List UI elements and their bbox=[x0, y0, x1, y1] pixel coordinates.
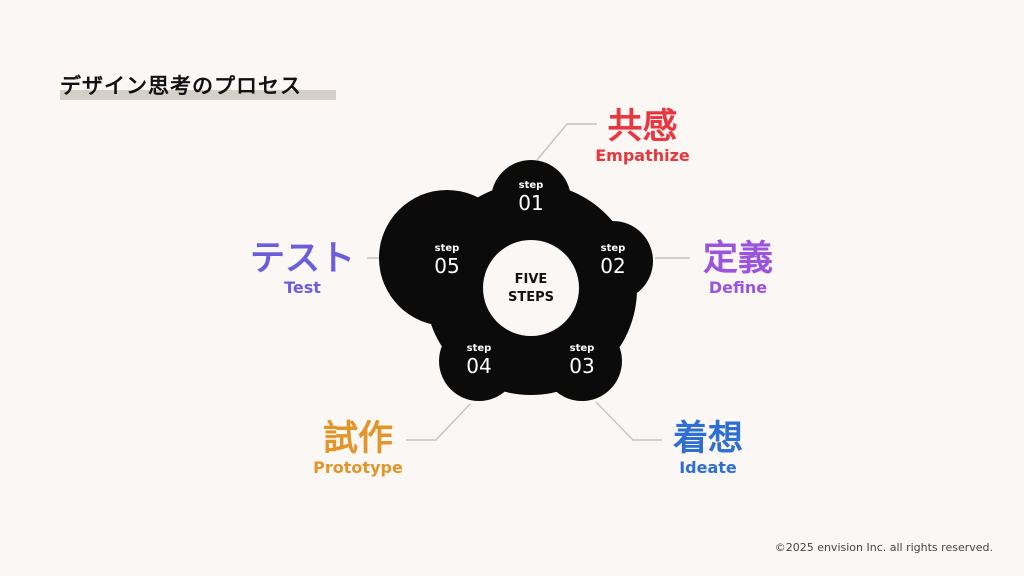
center-hole bbox=[483, 240, 579, 336]
step-03-node bbox=[542, 321, 622, 401]
step-01-number: 01 bbox=[518, 191, 543, 215]
step-01-label: 共感 Empathize bbox=[595, 108, 690, 166]
step-04-en: Prototype bbox=[313, 458, 403, 477]
step-03-jp: 着想 bbox=[672, 419, 743, 459]
step-02-node bbox=[573, 221, 653, 301]
center-line-1: FIVE bbox=[515, 272, 548, 287]
step-05-number: 05 bbox=[434, 254, 459, 278]
title-block: デザイン思考のプロセス bbox=[60, 70, 336, 100]
connector-lines bbox=[367, 123, 690, 441]
step-02-en: Define bbox=[708, 278, 768, 297]
page-title: デザイン思考のプロセス bbox=[60, 74, 302, 98]
title-highlight bbox=[60, 90, 336, 100]
step-03-label: 着想 Ideate bbox=[668, 420, 748, 478]
step-05-label: テスト Test bbox=[245, 240, 360, 298]
step-04-node bbox=[439, 321, 519, 401]
step-04-word: step bbox=[467, 343, 492, 354]
step-04-label: 試作 Prototype bbox=[308, 420, 408, 478]
step-02-word: step bbox=[601, 243, 626, 254]
step-04-number: 04 bbox=[466, 354, 491, 378]
step-01-jp: 共感 bbox=[607, 107, 678, 147]
step-02-jp: 定義 bbox=[702, 239, 773, 279]
center-line-2: STEPS bbox=[508, 290, 554, 305]
step-04-jp: 試作 bbox=[322, 419, 393, 459]
step-03-en: Ideate bbox=[679, 458, 737, 477]
step-05-jp: テスト bbox=[249, 239, 355, 279]
step-02-label: 定義 Define bbox=[693, 240, 783, 298]
step-05-node bbox=[407, 221, 487, 301]
step-02-number: 02 bbox=[600, 254, 625, 278]
step-01-en: Empathize bbox=[595, 146, 690, 165]
connector-step-01 bbox=[536, 123, 597, 161]
step-01-word: step bbox=[519, 180, 544, 191]
step-03-number: 03 bbox=[569, 354, 594, 378]
connector-step-03 bbox=[595, 401, 662, 441]
connector-step-04 bbox=[406, 403, 471, 441]
step-01-node bbox=[491, 160, 571, 240]
step-05-en: Test bbox=[284, 278, 321, 297]
copyright: ©2025 envision Inc. all rights reserved. bbox=[774, 541, 993, 554]
step-05-word: step bbox=[435, 243, 460, 254]
step-03-word: step bbox=[570, 343, 595, 354]
